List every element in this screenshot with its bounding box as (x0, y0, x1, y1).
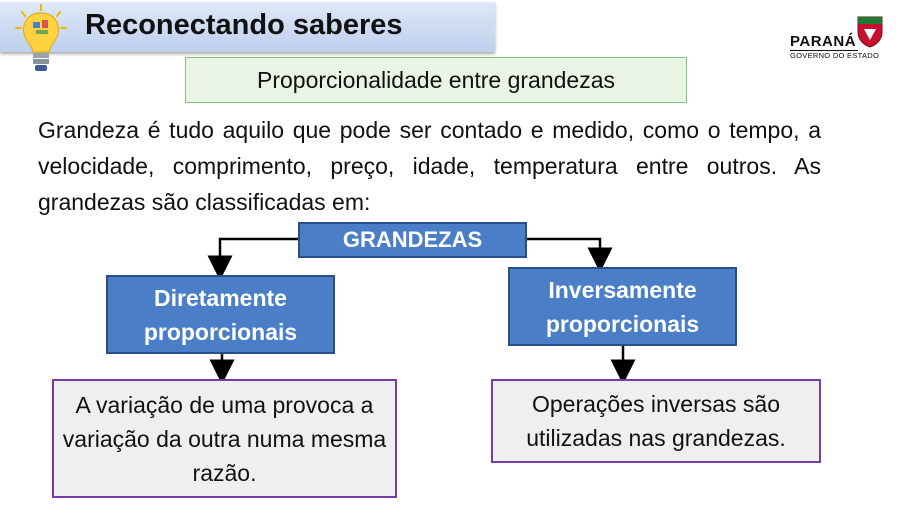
lightbulb-icon (15, 4, 67, 71)
grandezas-node: GRANDEZAS (298, 222, 527, 258)
logo-subtitle: GOVERNO DO ESTADO (790, 51, 880, 60)
inversamente-description: Operações inversas são utilizadas nas gr… (491, 379, 821, 463)
subtitle-box: Proporcionalidade entre grandezas (185, 57, 687, 103)
header-banner (0, 2, 495, 52)
parana-coat-of-arms-icon (857, 16, 883, 48)
root-to-left-arrow (207, 237, 298, 281)
diretamente-node: Diretamente proporcionais (106, 275, 335, 354)
diretamente-description: A variação de uma provoca a variação da … (52, 379, 397, 498)
inversamente-node: Inversamente proporcionais (508, 267, 737, 346)
page-title: Reconectando saberes (85, 9, 403, 41)
root-to-right-arrow (527, 237, 613, 273)
logo-name: PARANÁ (790, 33, 857, 50)
intro-paragraph: Grandeza é tudo aquilo que pode ser cont… (38, 117, 821, 215)
logo-divider (790, 50, 858, 51)
